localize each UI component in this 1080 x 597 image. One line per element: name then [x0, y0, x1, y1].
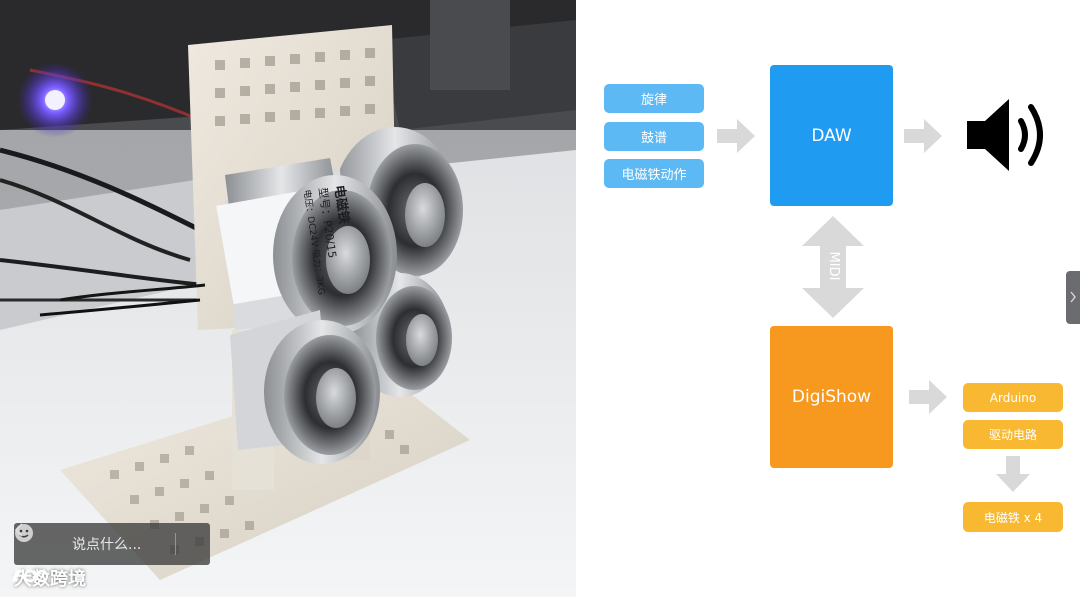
- emoji-icon[interactable]: [14, 523, 54, 565]
- output-arduino: Arduino: [963, 383, 1063, 412]
- output-driver-circuit: 驱动电路: [963, 420, 1063, 449]
- daw-box: DAW: [770, 65, 893, 206]
- midi-bidirectional-arrow: [802, 216, 864, 318]
- input-melody: 旋律: [604, 84, 704, 113]
- chevron-right-icon[interactable]: [1069, 288, 1077, 307]
- watermark-text: 大数跨境: [14, 569, 86, 590]
- comment-input-bar[interactable]: 说点什么...: [14, 523, 210, 565]
- arrow-right-icon: [904, 119, 942, 153]
- arrow-right-icon: [717, 119, 755, 153]
- chevron-left-icon[interactable]: [14, 523, 210, 565]
- side-panel-toggle[interactable]: [1066, 271, 1080, 324]
- input-drum-score: 鼓谱: [604, 122, 704, 151]
- solenoid-photo-illustration: [0, 0, 576, 597]
- solenoid-photo: 电磁铁 型号：P20/15 电压：DC24V 吸力：3KG 说点什么...: [0, 0, 576, 597]
- watermark: 大数跨境: [10, 565, 86, 591]
- speaker-icon: [967, 99, 1043, 171]
- input-solenoid-actions: 电磁铁动作: [604, 159, 704, 188]
- digishow-box: DigiShow: [770, 326, 893, 468]
- arrow-down-icon: [996, 456, 1030, 492]
- comment-placeholder[interactable]: 说点什么...: [72, 537, 142, 553]
- output-solenoids: 电磁铁 x 4: [963, 502, 1063, 532]
- comment-bar-divider: [175, 533, 176, 555]
- solenoid-sticker-label: 电磁铁 型号：P20/15 电压：DC24V 吸力：3KG: [227, 184, 361, 312]
- midi-label: MIDI: [826, 251, 841, 281]
- arrow-right-icon: [909, 380, 947, 414]
